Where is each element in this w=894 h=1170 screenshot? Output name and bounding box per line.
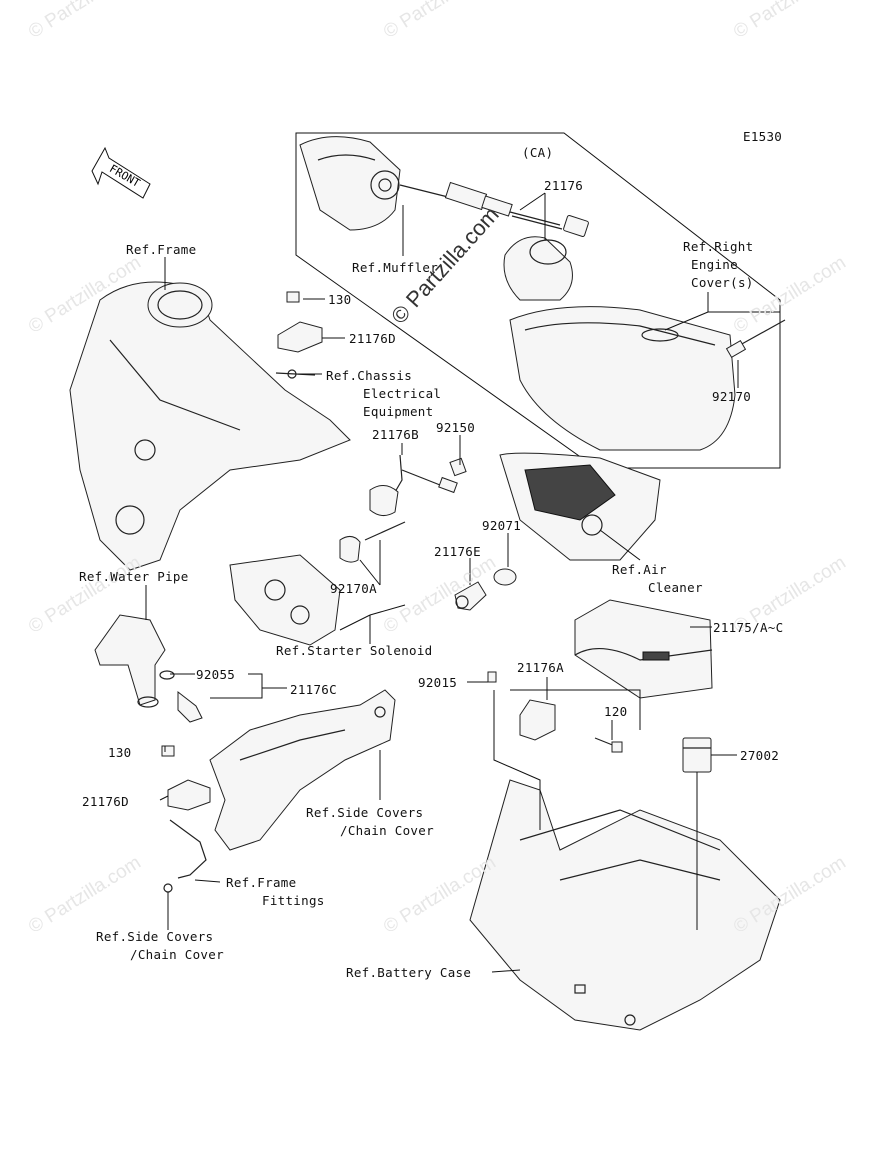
label-ref-frame-fittings[interactable]: Ref.Frame	[226, 875, 297, 890]
label-ref-right-engine-cover[interactable]: Cover(s)	[691, 275, 754, 290]
frame-drawing	[69, 281, 351, 571]
label-130-top[interactable]: 130	[328, 292, 352, 307]
right-engine-cover-drawing	[509, 306, 786, 451]
label-ref-right-engine-cover[interactable]: Engine	[691, 257, 738, 272]
sensor-21176e-drawing	[454, 568, 517, 611]
label-120[interactable]: 120	[604, 704, 628, 719]
ca-detail-frame	[295, 132, 781, 469]
label-21176[interactable]: 21176	[544, 178, 584, 193]
label-ref-air-cleaner[interactable]: Ref.Air	[612, 562, 667, 577]
label-92015[interactable]: 92015	[418, 675, 458, 690]
label-92170a[interactable]: 92170A	[330, 581, 377, 596]
label-ref-side-covers-bottom[interactable]: Ref.Side Covers	[96, 929, 214, 944]
leader-lines	[145, 192, 780, 973]
label-ref-frame-fittings[interactable]: Fittings	[262, 893, 325, 908]
label-ref-right-engine-cover[interactable]: Ref.Right	[683, 239, 754, 254]
label-92071[interactable]: 92071	[482, 518, 522, 533]
sensor-21176b-drawing	[369, 454, 467, 516]
label-ref-chassis[interactable]: Electrical	[363, 386, 442, 401]
relay-27002-drawing	[682, 737, 712, 773]
label-ref-side-covers-mid[interactable]: Ref.Side Covers	[306, 805, 424, 820]
label-21176b[interactable]: 21176B	[372, 427, 419, 442]
label-21176e[interactable]: 21176E	[434, 544, 481, 559]
battery-case-drawing	[469, 779, 781, 1031]
label-21176d-bottom[interactable]: 21176D	[82, 794, 129, 809]
label-ref-air-cleaner[interactable]: Cleaner	[648, 580, 703, 595]
front-arrow-icon: FRONT	[91, 146, 151, 199]
label-ref-battery-case[interactable]: Ref.Battery Case	[346, 965, 472, 980]
front-arrow-text: FRONT	[107, 162, 143, 190]
label-ref-starter-solenoid[interactable]: Ref.Starter Solenoid	[276, 643, 433, 658]
ca-label: (CA)	[522, 145, 554, 160]
label-ref-side-covers-bottom[interactable]: /Chain Cover	[130, 947, 224, 962]
sensor-21176d-bottom-drawing	[161, 745, 211, 893]
label-21176d-top[interactable]: 21176D	[349, 331, 396, 346]
label-130-bottom[interactable]: 130	[108, 745, 132, 760]
starter-solenoid-drawing	[229, 521, 406, 646]
air-cleaner-drawing	[499, 452, 661, 561]
label-92170[interactable]: 92170	[712, 389, 752, 404]
sensor-21176d-top-drawing	[275, 291, 323, 379]
diagram-code: E1530	[743, 129, 783, 144]
label-21175[interactable]: 21175/A~C	[713, 620, 784, 635]
label-ref-chassis[interactable]: Equipment	[363, 404, 434, 419]
sensor-21176a-drawing	[487, 671, 623, 753]
label-92150[interactable]: 92150	[436, 420, 476, 435]
muffler-drawing	[299, 136, 589, 301]
label-ref-chassis[interactable]: Ref.Chassis	[326, 368, 413, 383]
label-ref-muffler[interactable]: Ref.Muffler	[352, 260, 439, 275]
label-ref-frame[interactable]: Ref.Frame	[126, 242, 197, 257]
label-ref-water-pipe[interactable]: Ref.Water Pipe	[79, 569, 189, 584]
side-cover-bracket-drawing	[209, 689, 396, 851]
ecu-21175-drawing	[574, 599, 713, 699]
label-21176c[interactable]: 21176C	[290, 682, 337, 697]
label-21176a[interactable]: 21176A	[517, 660, 564, 675]
water-pipe-drawing	[94, 614, 203, 723]
label-ref-side-covers-mid[interactable]: /Chain Cover	[340, 823, 434, 838]
label-92055[interactable]: 92055	[196, 667, 236, 682]
label-27002[interactable]: 27002	[740, 748, 780, 763]
